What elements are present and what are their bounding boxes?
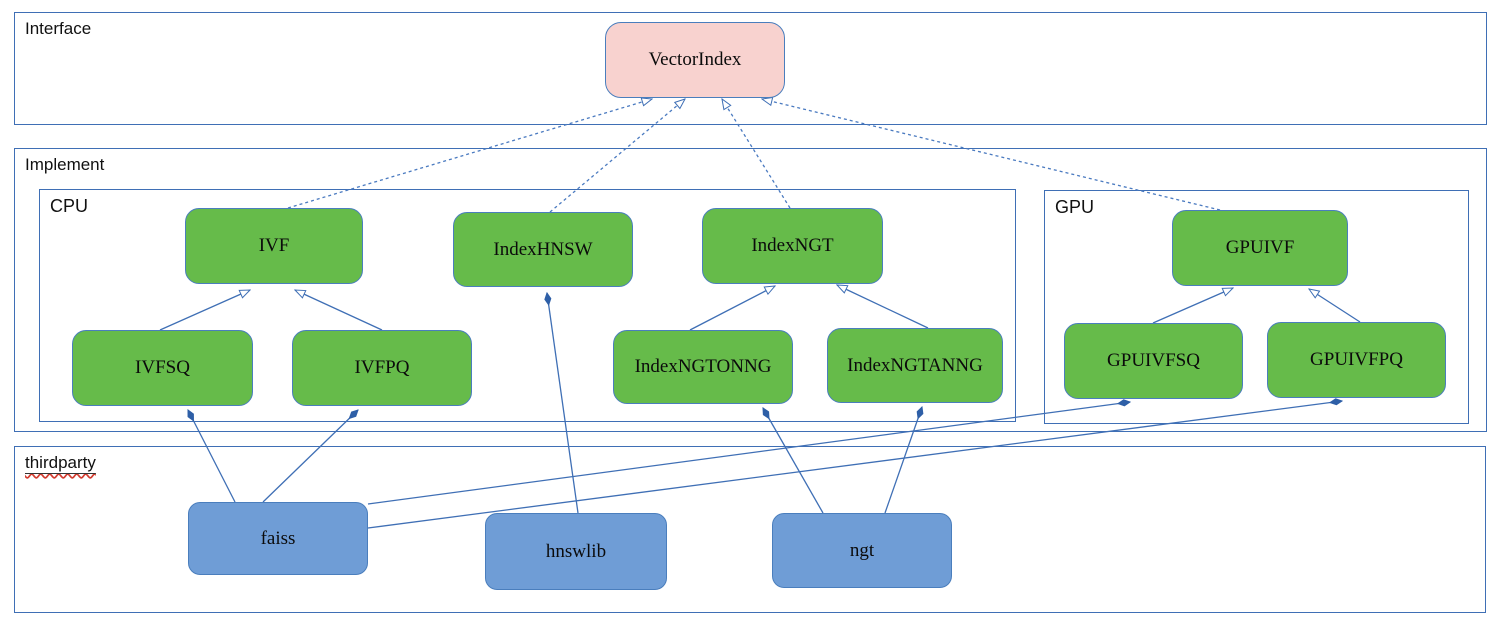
- node-faiss[interactable]: faiss: [188, 502, 368, 575]
- node-faiss-label: faiss: [260, 527, 296, 549]
- node-ivf-label: IVF: [258, 235, 290, 256]
- node-indexngtonng[interactable]: IndexNGTONNG: [613, 330, 793, 404]
- node-hnswlib-label: hnswlib: [545, 540, 607, 562]
- container-thirdparty-label: thirdparty: [25, 453, 96, 472]
- node-ngt-label: ngt: [849, 539, 875, 561]
- container-interface-label: Interface: [25, 19, 92, 38]
- node-indexngt[interactable]: IndexNGT: [702, 208, 883, 284]
- node-ivfpq[interactable]: IVFPQ: [292, 330, 472, 406]
- node-vectorindex-label: VectorIndex: [648, 49, 742, 70]
- node-ivfsq-label: IVFSQ: [135, 357, 190, 378]
- node-indexhnsw-label: IndexHNSW: [493, 238, 593, 260]
- node-hnswlib[interactable]: hnswlib: [485, 513, 667, 590]
- node-gpuivfsq-label: GPUIVFSQ: [1107, 350, 1200, 371]
- node-ivfpq-label: IVFPQ: [354, 357, 410, 378]
- node-ngt[interactable]: ngt: [772, 513, 952, 588]
- node-gpuivfsq[interactable]: GPUIVFSQ: [1064, 323, 1243, 399]
- node-gpuivf-label: GPUIVF: [1225, 237, 1295, 258]
- node-gpuivfpq-label: GPUIVFPQ: [1310, 349, 1403, 370]
- node-vectorindex[interactable]: VectorIndex: [605, 22, 785, 98]
- node-indexngt-label: IndexNGT: [751, 235, 834, 256]
- node-gpuivfpq[interactable]: GPUIVFPQ: [1267, 322, 1446, 398]
- node-gpuivf[interactable]: GPUIVF: [1172, 210, 1348, 286]
- node-ivf[interactable]: IVF: [185, 208, 363, 284]
- node-indexngtanng-label: IndexNGTANNG: [847, 354, 983, 376]
- node-indexngtonng-label: IndexNGTONNG: [634, 356, 772, 377]
- node-indexhnsw[interactable]: IndexHNSW: [453, 212, 633, 287]
- container-implement-label: Implement: [25, 155, 105, 174]
- container-cpu-label: CPU: [50, 196, 89, 216]
- node-ivfsq[interactable]: IVFSQ: [72, 330, 253, 406]
- container-gpu-label: GPU: [1055, 197, 1095, 217]
- node-indexngtanng[interactable]: IndexNGTANNG: [827, 328, 1003, 403]
